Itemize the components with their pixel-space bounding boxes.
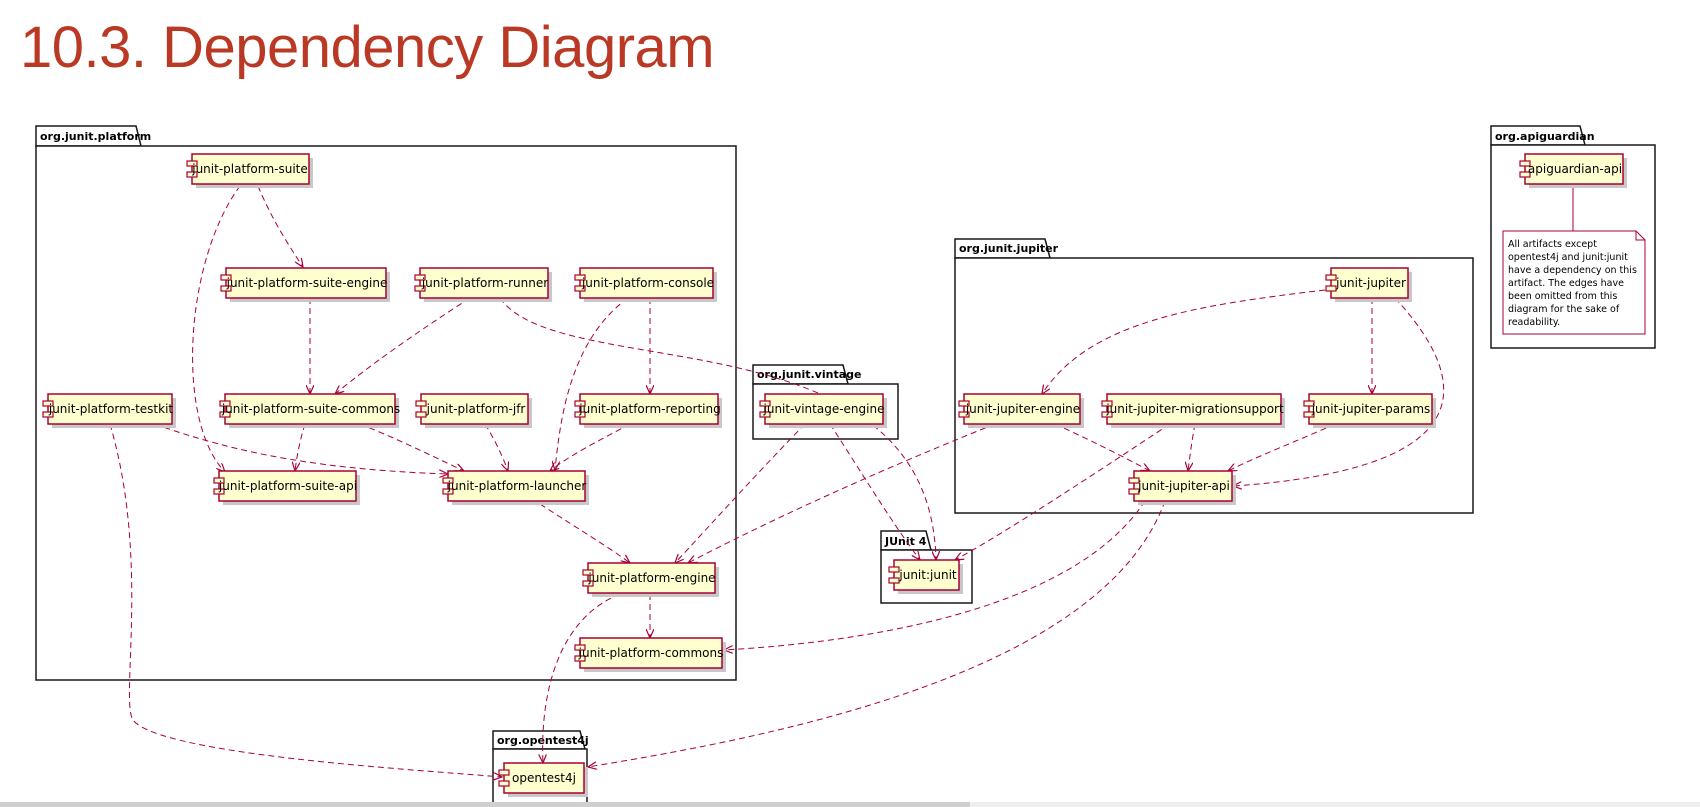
edge-vintage-engine-to-engine — [675, 423, 806, 563]
edge-testkit-to-launcher — [154, 423, 448, 474]
edge-suite-commons-to-launcher — [359, 423, 464, 471]
component-junit-platform-suite-api: junit-platform-suite-api — [213, 470, 360, 505]
component-label: junit:junit — [898, 568, 957, 582]
edge-migrationsupport-to-junit — [955, 423, 1171, 560]
package-label: org.junit.vintage — [757, 368, 861, 381]
component-label: junit-jupiter-params — [1311, 402, 1431, 416]
component-label: junit-platform-commons — [578, 646, 724, 660]
edge-jupiter-engine-to-engine — [688, 423, 996, 563]
component-junit-vintage-engine: junit-vintage-engine — [759, 393, 887, 428]
component-label: junit-platform-suite-commons — [221, 402, 400, 416]
component-junit-platform-suite-engine: junit-platform-suite-engine — [220, 267, 390, 302]
component-junit-platform-console: junit-platform-console — [574, 267, 717, 302]
edge-engine-to-opentest4j — [543, 593, 621, 763]
edge-jupiter-to-jupiter-api — [1233, 297, 1445, 486]
edge-runner-to-suite-commons — [335, 297, 471, 394]
component-label: junit-jupiter-api — [1137, 479, 1230, 493]
note-line: artifact. The edges have — [1508, 278, 1624, 289]
edge-reporting-to-launcher — [550, 423, 631, 471]
component-label: junit-platform-runner — [421, 276, 548, 290]
horizontal-scrollbar-thumb[interactable] — [0, 802, 970, 807]
component-junit-platform-testkit: junit-platform-testkit — [42, 393, 176, 428]
component-label: junit-platform-reporting — [578, 402, 720, 416]
component-junit-platform-engine: junit-platform-engine — [582, 562, 719, 597]
edge-jupiter-api-to-opentest4j — [588, 500, 1166, 767]
component-junit-platform-suite: junit-platform-suite — [186, 153, 313, 188]
edge-console-to-launcher — [555, 297, 629, 470]
edge-testkit-to-opentest4j — [109, 423, 502, 777]
component-junit-jupiter-params: junit-jupiter-params — [1303, 393, 1436, 428]
edge-vintage-engine-to-junit — [829, 423, 920, 560]
component-junit-platform-reporting: junit-platform-reporting — [574, 393, 722, 428]
edge-jupiter-api-to-commons — [724, 500, 1146, 650]
component-label: junit-platform-engine — [587, 571, 715, 585]
edge-suite-to-suite-engine — [257, 185, 303, 267]
component-label: junit-vintage-engine — [763, 402, 885, 416]
edge-jupiter-engine-to-jupiter-api — [1054, 423, 1150, 471]
dependency-edges — [109, 185, 1445, 777]
component-junit-jupiter-migrationsupport: junit-jupiter-migrationsupport — [1101, 393, 1285, 428]
component-junit-jupiter-engine: junit-jupiter-engine — [958, 393, 1084, 428]
component-junit-platform-jfr: junit-platform-jfr — [415, 393, 532, 428]
note-line: opentest4j and junit:junit — [1508, 252, 1628, 263]
component-junit-jupiter-api: junit-jupiter-api — [1128, 470, 1236, 505]
component-label: junit-platform-launcher — [447, 479, 587, 493]
readability-note: All artifacts except opentest4j and juni… — [1502, 230, 1646, 335]
edge-suite-to-suite-api — [192, 185, 241, 472]
component-junit-junit: junit:junit — [888, 559, 963, 594]
note-line: readability. — [1508, 317, 1560, 328]
component-label: apiguardian-api — [1528, 162, 1622, 176]
component-label: junit-platform-jfr — [426, 402, 526, 416]
package-label: JUnit 4 — [884, 535, 927, 548]
edge-launcher-to-engine — [539, 503, 630, 563]
component-junit-platform-launcher: junit-platform-launcher — [442, 470, 589, 505]
component-label: junit-platform-suite-api — [218, 479, 357, 493]
component-label: opentest4j — [512, 771, 576, 785]
component-junit-platform-runner: junit-platform-runner — [414, 267, 552, 302]
note-line: have a dependency on this — [1508, 265, 1637, 276]
edge-runner-to-junit — [499, 297, 936, 560]
note-line: All artifacts except — [1508, 239, 1597, 250]
package-label: org.junit.jupiter — [959, 242, 1059, 255]
note-line: diagram for the sake of — [1508, 304, 1620, 315]
component-opentest4j: opentest4j — [498, 762, 588, 797]
component-label: junit-platform-console — [581, 276, 714, 290]
component-junit-platform-commons: junit-platform-commons — [574, 637, 726, 672]
component-label: junit-platform-suite — [191, 162, 308, 176]
edge-jupiter-to-jupiter-engine — [1042, 289, 1326, 394]
component-label: junit-jupiter — [1335, 276, 1406, 290]
note-line: been omitted from this — [1508, 291, 1617, 302]
component-label: junit-jupiter-engine — [965, 402, 1080, 416]
component-label: junit-platform-testkit — [48, 402, 174, 416]
package-label: org.apiguardian — [1495, 130, 1595, 143]
component-junit-jupiter: junit-jupiter — [1325, 267, 1412, 302]
package-label: org.junit.platform — [40, 130, 151, 143]
component-label: junit-platform-suite-engine — [226, 276, 388, 290]
edge-params-to-jupiter-api — [1228, 423, 1336, 471]
component-label: junit-jupiter-migrationsupport — [1105, 402, 1284, 416]
component-apiguardian-api: apiguardian-api — [1519, 153, 1627, 188]
component-junit-platform-suite-commons: junit-platform-suite-commons — [219, 393, 400, 428]
page-title: 10.3. Dependency Diagram — [20, 15, 715, 80]
